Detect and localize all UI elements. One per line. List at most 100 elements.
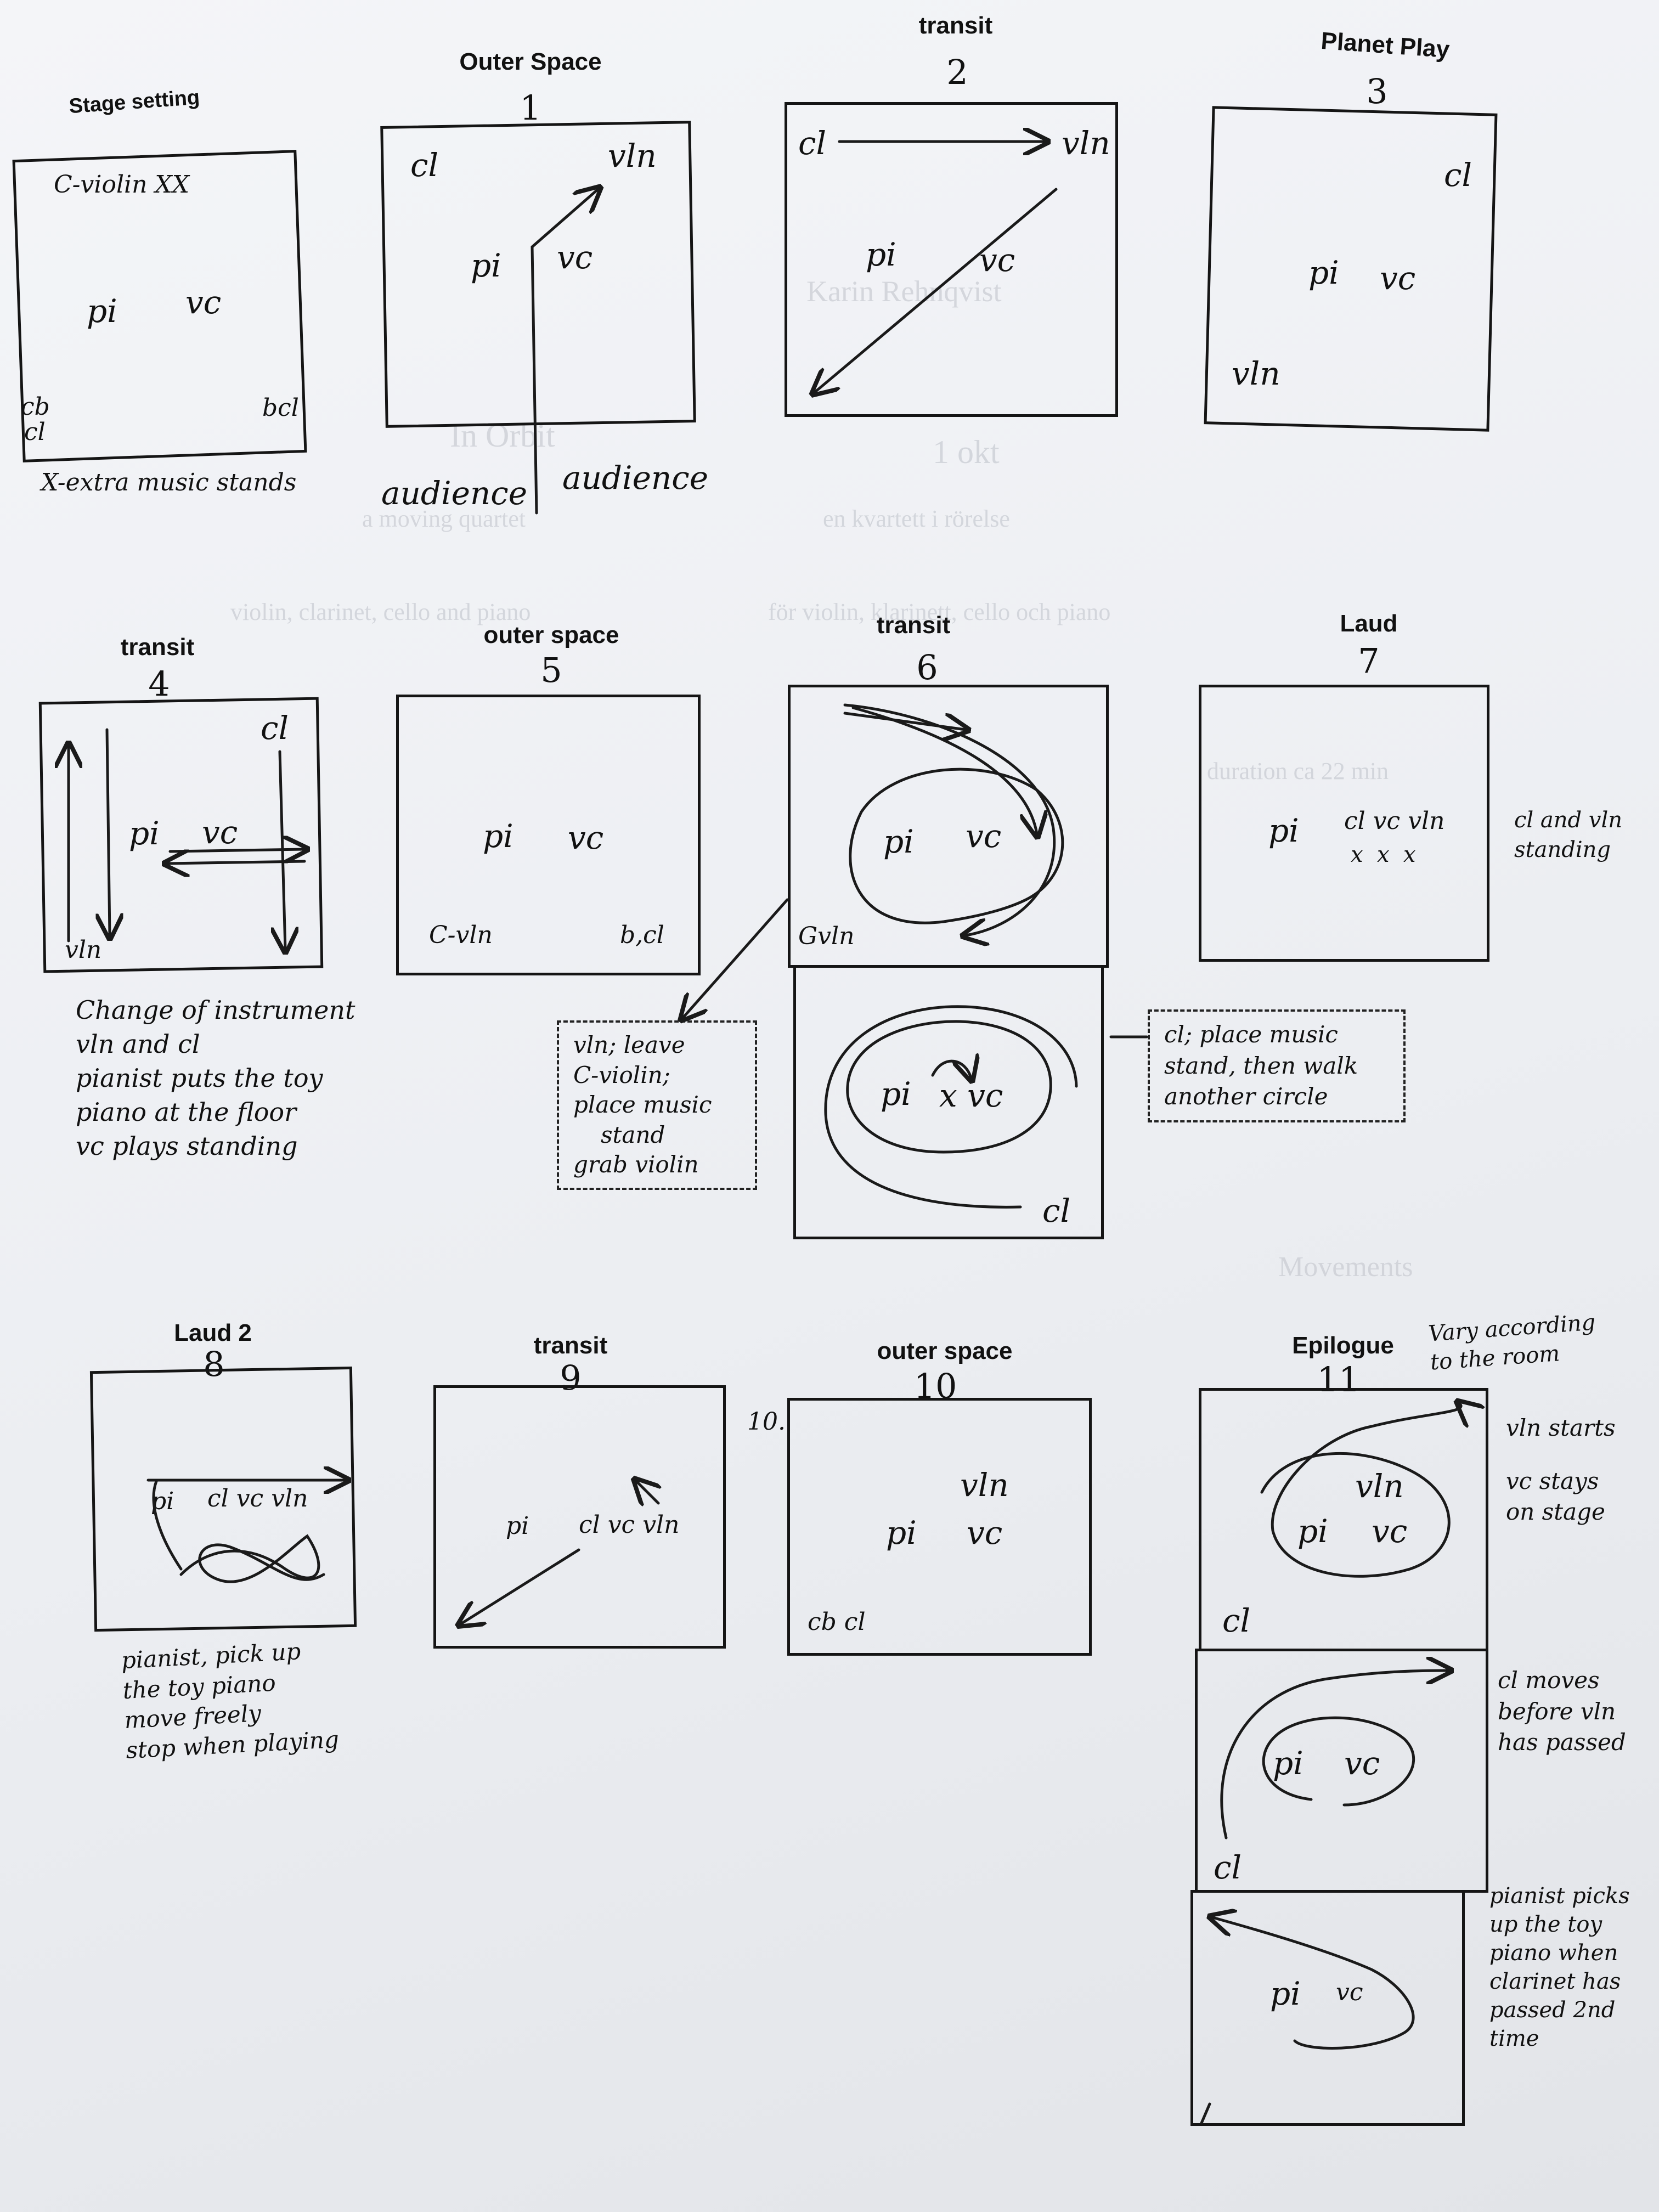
stage-setting-title: Stage setting — [68, 86, 201, 119]
diagram-7-title: Laud — [1340, 610, 1398, 637]
diagram-10-title: outer space — [877, 1338, 1013, 1364]
note-line: pianist puts the toy — [76, 1063, 323, 1093]
audience-right-label: audience — [562, 459, 709, 496]
diagram-8-number: 8 — [203, 1344, 225, 1384]
epilogue-top-note: Vary according to the room — [1427, 1308, 1599, 1376]
cl-label: cl — [1444, 156, 1472, 194]
diagram-2-number: 2 — [946, 52, 968, 92]
ghost-text-3: 1 okt — [933, 434, 1000, 470]
vc-label: vc — [1344, 1745, 1380, 1782]
pi-label: pi — [87, 292, 117, 330]
ghost-text-8: duration ca 22 min — [1207, 758, 1389, 785]
note-line: piano when — [1489, 1940, 1618, 1966]
note-line: pianist picks — [1489, 1883, 1630, 1909]
vln-label: vln — [1062, 125, 1110, 162]
diagram-6-left-note: vln; leave C-violin; place music stand g… — [557, 1020, 757, 1190]
vc-label: vc — [966, 817, 1002, 855]
epilogue-panel-3-note: pianist picks up the toy piano when clar… — [1489, 1882, 1630, 2053]
note-line: place music — [573, 1091, 712, 1119]
pi-label: pi — [471, 247, 501, 284]
cb-label: cb — [21, 393, 50, 421]
epilogue-panel-3 — [1190, 1890, 1465, 2126]
vc-label: vc — [1380, 259, 1416, 297]
diagram-7-side-note: cl and vln standing — [1514, 805, 1622, 865]
ghost-text-9: Movements — [1278, 1251, 1413, 1283]
note-line: up the toy — [1489, 1912, 1602, 1937]
pi-label: pi — [483, 817, 514, 855]
vln-label: vln — [1232, 355, 1280, 392]
diagram-11-title: Epilogue — [1292, 1332, 1394, 1359]
pi-label: pi — [506, 1512, 529, 1540]
vc-label: x vc — [939, 1077, 1003, 1114]
note-line: has passed — [1498, 1729, 1626, 1756]
vln-label: vln — [1355, 1468, 1404, 1505]
audience-left-label: audience — [381, 475, 528, 512]
pi-label: pi — [1270, 1975, 1301, 2012]
ghost-text-6: violin, clarinet, cello and piano — [230, 599, 531, 625]
vln-label: vln — [65, 936, 102, 964]
pi-label: pi — [151, 1487, 174, 1515]
diagram-7-number: 7 — [1358, 641, 1380, 681]
note-line: vln; leave — [573, 1031, 685, 1058]
note-line: another circle — [1164, 1083, 1328, 1110]
vc-label: vc — [185, 284, 222, 321]
instrument-row: cl vc vln — [207, 1485, 308, 1513]
note-line: vln starts — [1506, 1414, 1616, 1441]
pi-label: pi — [1273, 1745, 1304, 1782]
diagram-6-bottom-box — [793, 968, 1104, 1239]
pi-label: pi — [1268, 812, 1299, 849]
note-line: cl; place music — [1164, 1021, 1338, 1048]
cl-label: cl — [798, 125, 827, 162]
note-line: passed 2nd — [1489, 1997, 1616, 2023]
note-line: cl and vln — [1514, 808, 1622, 833]
diagram-9-number: 9 — [560, 1358, 582, 1398]
diagram-8-title: Laud 2 — [174, 1319, 252, 1346]
instrument-row: cl vc vln — [579, 1511, 680, 1539]
diagram-7-box — [1199, 685, 1489, 962]
vc-label: vc — [979, 241, 1015, 279]
diagram-11-number: 11 — [1317, 1359, 1361, 1400]
diagram-6-title: transit — [876, 612, 951, 639]
note-line: piano at the floor — [76, 1097, 297, 1127]
note-line: stand — [601, 1121, 665, 1148]
note-line: clarinet has — [1489, 1969, 1621, 1994]
diagram-8-note: pianist, pick up the toy piano move free… — [121, 1635, 340, 1765]
pi-label: pi — [1308, 254, 1339, 291]
note-line: vln and cl — [76, 1029, 200, 1059]
note-line: grab violin — [573, 1151, 699, 1178]
note-line: C-violin; — [573, 1061, 670, 1088]
diagram-2-box — [785, 102, 1118, 417]
ghost-text-5: en kvartett i rörelse — [823, 505, 1010, 532]
vc-label: vc — [1336, 1978, 1363, 2006]
ghost-text-4: a moving quartet — [362, 505, 526, 532]
pi-label: pi — [1297, 1513, 1328, 1550]
pi-label: pi — [883, 823, 914, 860]
vln-label: vln — [608, 137, 657, 174]
diagram-2-title: transit — [918, 12, 993, 39]
cb-cl-label: cb cl — [808, 1608, 866, 1636]
pi-label: pi — [866, 236, 896, 273]
pi-label: pi — [881, 1075, 911, 1113]
instrument-row: cl vc vln — [1344, 807, 1445, 835]
note-line: standing — [1514, 837, 1611, 862]
diagram-9-title: transit — [533, 1332, 608, 1359]
cl-label: cl — [1042, 1192, 1071, 1229]
cl-label: cl — [1222, 1602, 1251, 1639]
cl-label: cl — [24, 418, 46, 446]
note-line: time — [1489, 2026, 1539, 2051]
cl-label: cl — [1214, 1849, 1242, 1886]
vc-label: vc — [967, 1514, 1003, 1551]
side-number: 10. — [747, 1408, 786, 1436]
diagram-4-note: Change of instrument vln and cl pianist … — [76, 993, 356, 1163]
diagram-5-number: 5 — [540, 650, 562, 690]
note-line: vc stays — [1506, 1467, 1599, 1494]
diagram-3-number: 3 — [1366, 71, 1388, 111]
diagram-6-top-box — [788, 685, 1109, 968]
diagram-6-number: 6 — [916, 647, 938, 687]
diagram-4-title: transit — [120, 634, 195, 661]
stage-note: X-extra music stands — [41, 469, 297, 496]
diagram-3-title: Planet Play — [1320, 27, 1451, 64]
diagram-6-right-note: cl; place music stand, then walk another… — [1148, 1009, 1406, 1123]
diagram-5-title: outer space — [483, 622, 619, 648]
pi-label: pi — [129, 815, 160, 852]
